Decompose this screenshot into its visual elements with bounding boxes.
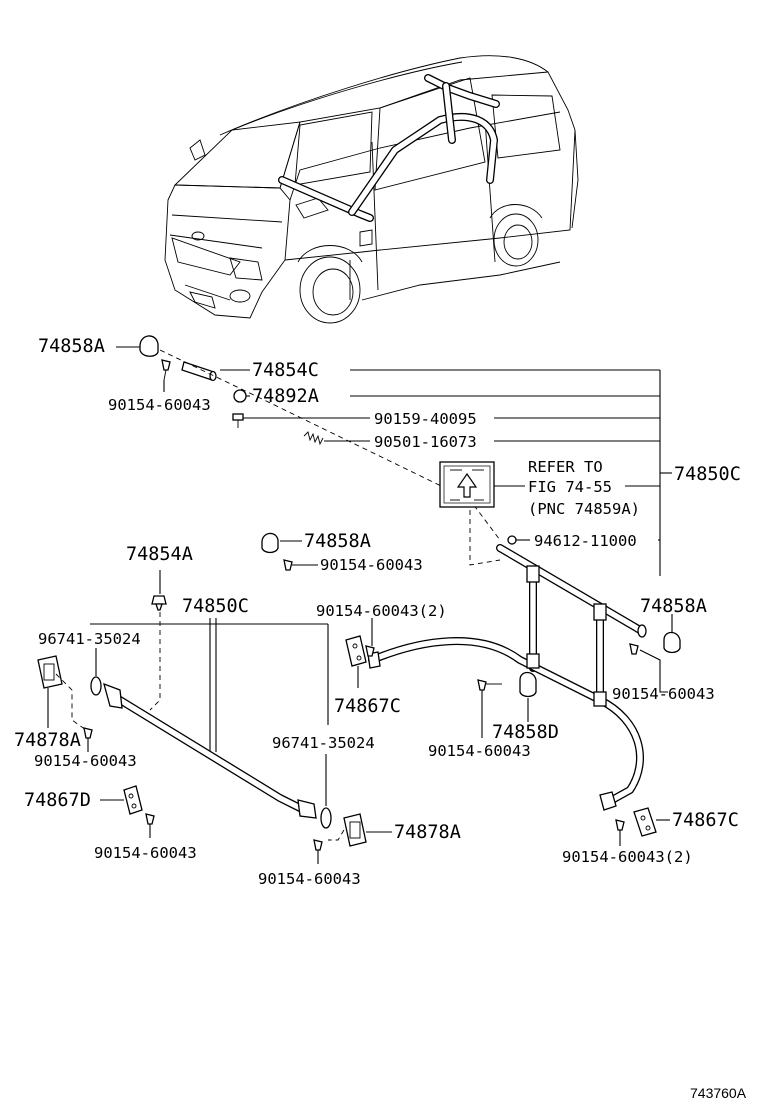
label-74850C-right: 74850C [674, 464, 741, 485]
label-90154-60043-d: 90154-60043 [428, 742, 531, 760]
label-74850C-left: 74850C [182, 596, 249, 617]
screw-90154-60043-left [83, 727, 93, 739]
screw-90154-60043-right [629, 643, 639, 655]
label-96741-35024-b: 96741-35024 [272, 734, 375, 752]
label-74892A: 74892A [252, 386, 319, 407]
label-74867C-right: 74867C [672, 810, 739, 831]
part-74858A-cap-right [663, 631, 681, 654]
ring-96741-35024-b [320, 807, 332, 829]
reference-note-line3: (PNC 74859A) [528, 500, 640, 518]
part-74892A-cap [233, 389, 247, 403]
roof-frame-assembly [367, 544, 647, 811]
label-96741-35024-a: 96741-35024 [38, 630, 141, 648]
label-74867D: 74867D [24, 790, 91, 811]
part-74850C-rod [103, 682, 317, 819]
label-90154-60043-2-b: 90154-60043(2) [562, 848, 693, 866]
label-74867C-mid: 74867C [334, 696, 401, 717]
part-74858A-cap-mid [261, 532, 279, 554]
part-74854A-clip [151, 595, 167, 611]
screw-90154-60043-2-a [365, 645, 375, 657]
part-74867D-bracket [123, 785, 143, 815]
label-90159-40095: 90159-40095 [374, 410, 477, 428]
label-74878A-right: 74878A [394, 822, 461, 843]
label-74854C: 74854C [252, 360, 319, 381]
van-highlight-bars [278, 74, 500, 222]
bolt-90159-40095 [232, 413, 244, 428]
label-74858A-right: 74858A [640, 596, 707, 617]
label-74878A-left: 74878A [14, 730, 81, 751]
label-90501-16073: 90501-16073 [374, 433, 477, 451]
label-90154-60043-mid: 90154-60043 [320, 556, 423, 574]
label-90154-60043-left: 90154-60043 [34, 752, 137, 770]
reference-note-line2: FIG 74-55 [528, 478, 612, 496]
label-74858A-top: 74858A [38, 336, 105, 357]
reference-icon [439, 461, 495, 508]
label-74858D: 74858D [492, 722, 559, 743]
part-74867C-bracket-mid [345, 635, 367, 667]
label-90154-60043-right: 90154-60043 [612, 685, 715, 703]
screw-90154-60043-2-b [615, 819, 625, 831]
label-90154-60043-bl: 90154-60043 [94, 844, 197, 862]
label-94612-11000: 94612-11000 [534, 532, 637, 550]
part-74867C-bracket-right [633, 807, 657, 837]
label-74854A: 74854A [126, 544, 193, 565]
label-90154-60043-a: 90154-60043 [108, 396, 211, 414]
spring-90501-16073 [303, 431, 324, 446]
figure-code: 743760A [690, 1085, 747, 1101]
screw-90154-60043-bl [145, 813, 155, 825]
part-74858D-cap [519, 671, 537, 698]
screw-90154-60043-mid [283, 559, 293, 571]
label-74858A-mid: 74858A [304, 531, 371, 552]
screw-90154-60043-bc [313, 839, 323, 851]
part-74858A-cap-top [139, 335, 159, 357]
part-74854C-rod [181, 361, 217, 382]
ring-96741-35024-a [90, 676, 102, 696]
clip-94612-11000 [507, 535, 517, 545]
part-74878A-holder-right [343, 813, 367, 847]
label-90154-60043-2-a: 90154-60043(2) [316, 602, 447, 620]
screw-90154-60043-a [161, 359, 171, 381]
label-90154-60043-bc: 90154-60043 [258, 870, 361, 888]
part-74878A-holder-left [37, 655, 63, 689]
reference-note-line1: REFER TO [528, 458, 603, 476]
screw-90154-60043-d [477, 679, 502, 691]
